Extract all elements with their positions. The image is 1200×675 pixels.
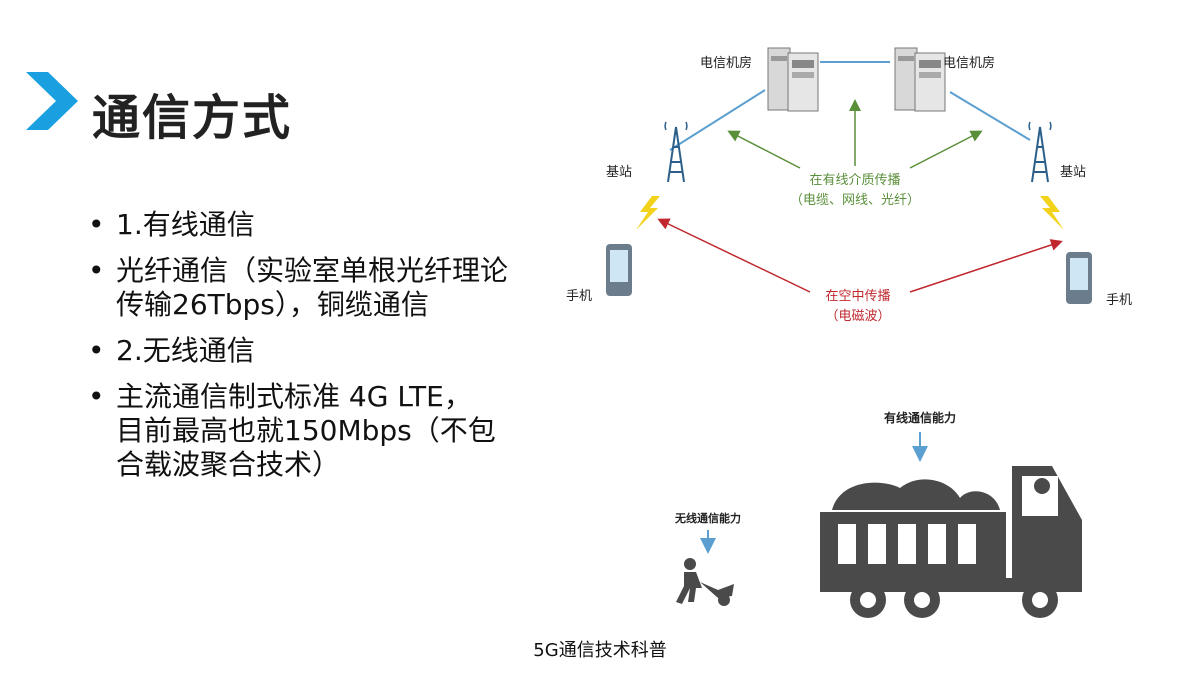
lightning-icon <box>1040 196 1064 230</box>
truck-icon <box>820 466 1082 618</box>
phone-left-label: 手机 <box>566 289 592 304</box>
wired-arrows <box>727 99 983 169</box>
wireless-arrows <box>657 218 1063 293</box>
server-left-label: 电信机房 <box>700 55 752 71</box>
station-left-label: 基站 <box>606 165 632 180</box>
wireless-caption: 在空中传播 <box>825 289 890 304</box>
wired-caption-detail: （电缆、网线、光纤） <box>790 192 920 208</box>
server-icon <box>894 47 946 112</box>
server-icon <box>767 47 819 112</box>
server-right-label: 电信机房 <box>943 55 995 71</box>
footer-caption: 5G通信技术科普 <box>533 640 667 661</box>
lightning-icon <box>636 196 660 230</box>
bullet-item: 光纤通信（实验室单根光纤理论传输26Tbps），铜缆通信 <box>88 254 508 322</box>
chevron-right-icon <box>26 72 78 130</box>
phone-icon <box>606 244 632 296</box>
wheelbarrow-worker-icon <box>676 558 734 606</box>
page-title: 通信方式 <box>92 90 293 146</box>
bullet-item: 主流通信制式标准 4G LTE， 目前最高也就150Mbps（不包合载波聚合技术… <box>88 380 508 482</box>
station-right-label: 基站 <box>1060 165 1086 180</box>
phone-right-label: 手机 <box>1106 293 1132 308</box>
wireless-caption-detail: （电磁波） <box>825 309 890 324</box>
cell-tower-icon <box>664 121 688 183</box>
network-diagram: 电信机房 电信机房 基站 基站 手机 <box>566 47 1132 618</box>
wired-links <box>669 61 1031 151</box>
phone-icon <box>1066 252 1092 304</box>
bullet-item: 2.无线通信 <box>88 334 508 368</box>
wireless-capacity-label: 无线通信能力 <box>674 511 741 525</box>
bullet-list: 1.有线通信 光纤通信（实验室单根光纤理论传输26Tbps），铜缆通信 2.无线… <box>88 208 508 494</box>
wired-caption: 在有线介质传播 <box>809 173 900 188</box>
cell-tower-icon <box>1028 121 1052 183</box>
wired-capacity-label: 有线通信能力 <box>884 410 956 425</box>
bullet-item: 1.有线通信 <box>88 208 508 242</box>
